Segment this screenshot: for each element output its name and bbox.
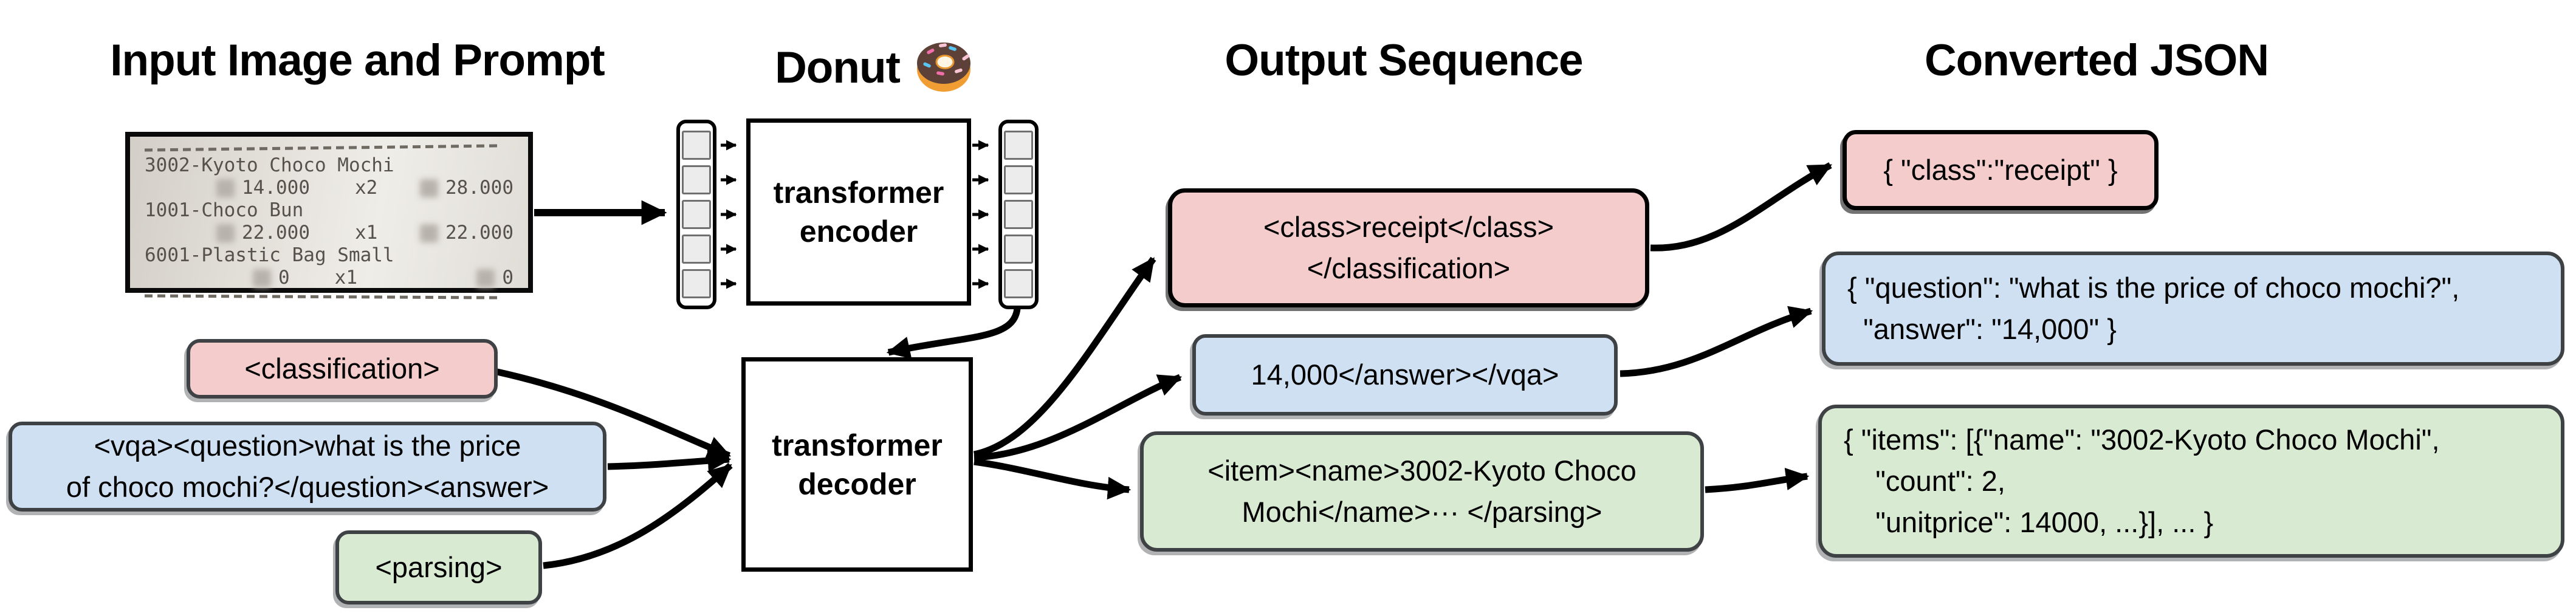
transformer-encoder-block: transformer encoder — [746, 118, 971, 306]
json-vqa-text: "answer": "14,000" } — [1847, 313, 2117, 345]
prompt-parsing-text: <parsing> — [375, 551, 503, 583]
decoder-label: transformer — [772, 428, 943, 462]
token-square — [1004, 200, 1033, 229]
encoder-input-tokens — [676, 120, 716, 309]
receipt-dashed-divider — [144, 144, 499, 152]
prompt-vqa-text: <vqa><question>what is the price — [94, 430, 521, 462]
title-converted-json: Converted JSON — [1924, 36, 2269, 85]
title-donut-label: Donut — [775, 43, 901, 92]
prompt-classification-text: <classification> — [244, 352, 440, 385]
output-vqa-text: 14,000</answer></vqa> — [1251, 358, 1559, 391]
token-square — [1004, 269, 1033, 298]
json-parsing: { "items": [{"name": "3002-Kyoto Choco M… — [1818, 405, 2564, 558]
title-input-image-and-prompt: Input Image and Prompt — [110, 36, 605, 85]
encoder-output-tokens — [998, 120, 1039, 309]
json-parsing-text: "count": 2, — [1844, 465, 2005, 497]
json-classification: { "class":"receipt" } — [1843, 130, 2159, 210]
prompt-classification: <classification> — [187, 339, 498, 399]
output-parsing-text: <item><name>3002-Kyoto Choco — [1207, 454, 1637, 487]
output-vqa: 14,000</answer></vqa> — [1192, 334, 1618, 416]
redaction-blur — [476, 269, 495, 287]
receipt-item-name: 6001-Plastic Bag Small — [145, 244, 394, 266]
json-parsing-text: { "items": [{"name": "3002-Kyoto Choco M… — [1844, 423, 2440, 456]
receipt-item-name: 1001-Choco Bun — [145, 199, 304, 221]
title-output-sequence: Output Sequence — [1224, 36, 1583, 85]
redaction-blur — [216, 224, 235, 242]
token-square — [682, 165, 711, 194]
encoder-label: encoder — [799, 214, 918, 248]
prompt-parsing: <parsing> — [335, 530, 542, 604]
output-parsing: <item><name>3002-Kyoto Choco Mochi</name… — [1140, 431, 1704, 552]
output-parsing-text: Mochi</name>··· </parsing> — [1242, 496, 1602, 528]
token-square — [682, 200, 711, 229]
token-square — [1004, 235, 1033, 264]
prompt-vqa: <vqa><question>what is the price of choc… — [9, 422, 606, 512]
token-square — [682, 235, 711, 264]
json-classification-text: { "class":"receipt" } — [1883, 154, 2118, 186]
output-classification-text: <class>receipt</class> — [1263, 211, 1554, 243]
output-classification-text: </classification> — [1307, 252, 1511, 284]
json-vqa-text: { "question": "what is the price of choc… — [1847, 272, 2460, 304]
token-square — [682, 269, 711, 298]
json-vqa: { "question": "what is the price of choc… — [1822, 252, 2564, 366]
output-classification: <class>receipt</class> </classification> — [1168, 188, 1649, 307]
redaction-blur — [420, 179, 439, 197]
receipt-item-name: 3002-Kyoto Choco Mochi — [145, 154, 394, 176]
transformer-decoder-block: transformer decoder — [741, 357, 973, 572]
token-square — [1004, 165, 1033, 194]
donut-emoji-icon — [912, 36, 975, 104]
redaction-blur — [253, 269, 271, 287]
redaction-blur — [420, 224, 439, 242]
prompt-vqa-text: of choco mochi?</question><answer> — [66, 471, 549, 503]
json-parsing-text: "unitprice": 14000, ...}], ... } — [1844, 506, 2214, 538]
encoder-label: transformer — [773, 176, 944, 210]
title-donut: Donut — [717, 36, 1033, 104]
redaction-blur — [216, 179, 235, 197]
token-square — [682, 131, 711, 160]
decoder-label: decoder — [798, 467, 916, 501]
token-square — [1004, 131, 1033, 160]
